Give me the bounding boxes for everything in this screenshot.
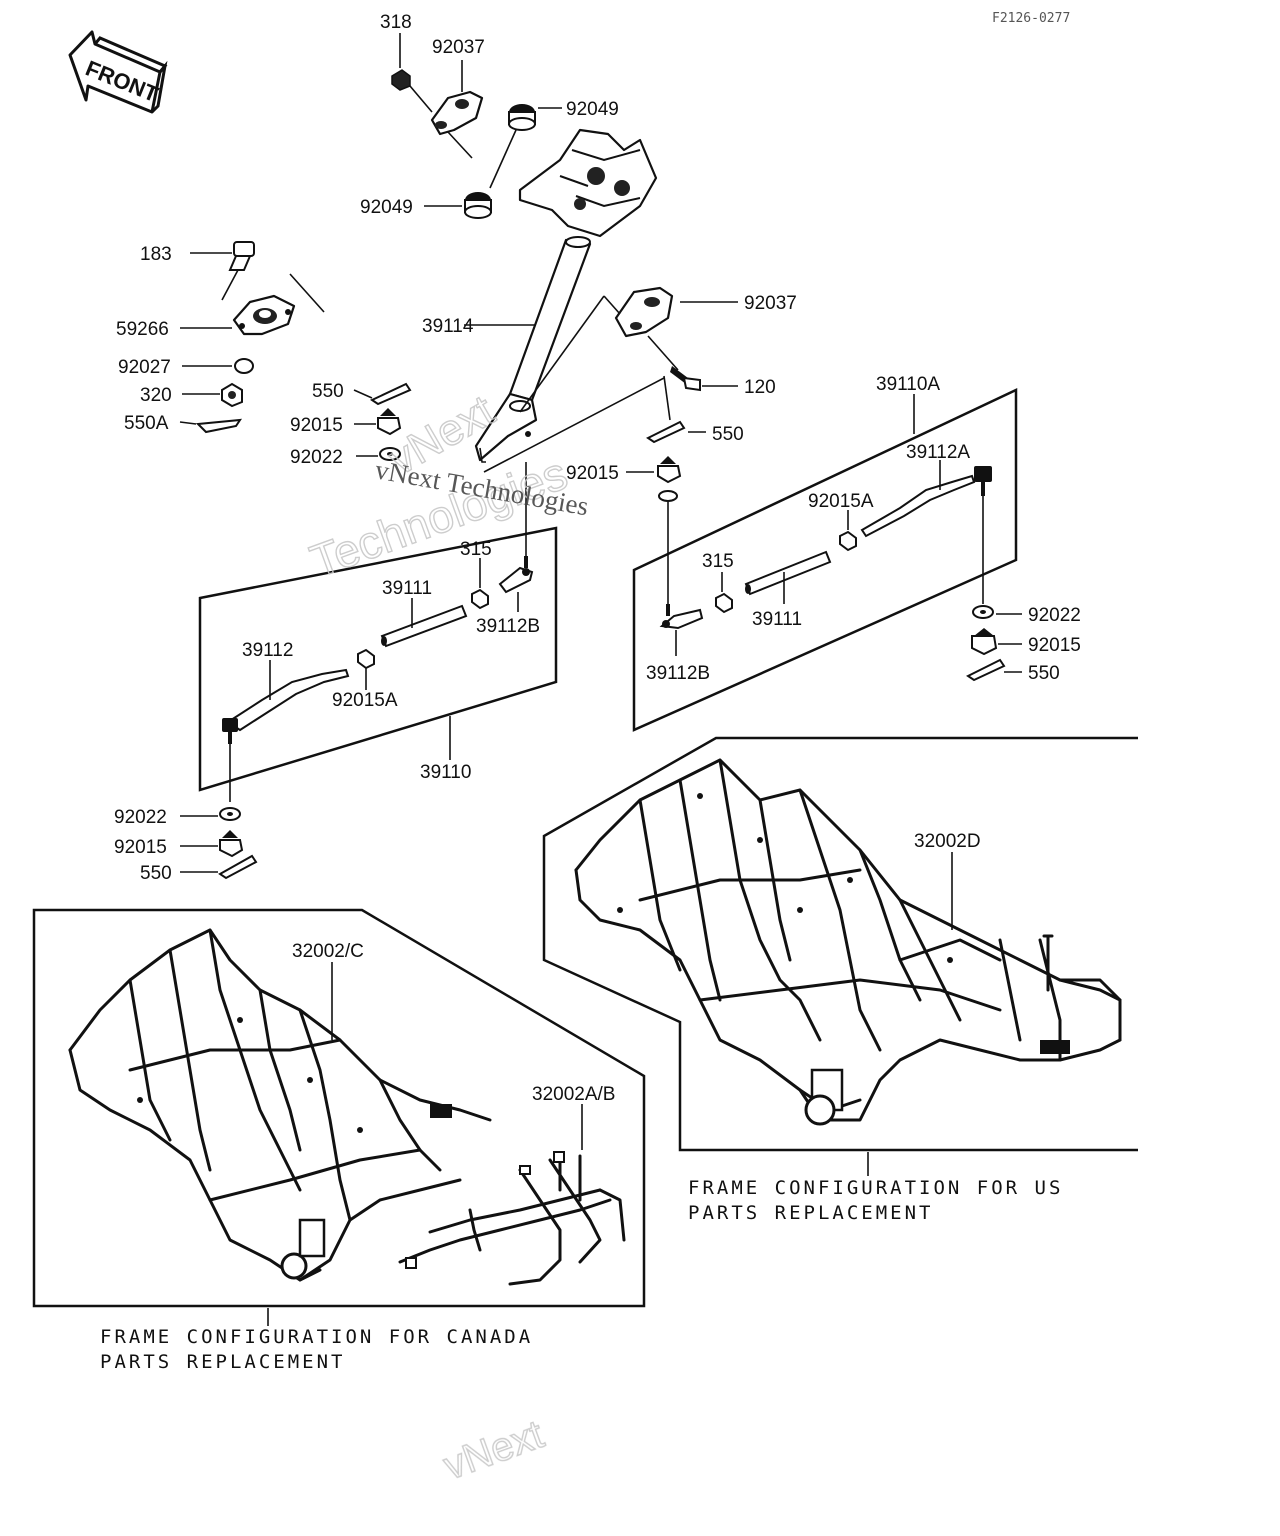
nut-320-icon	[221, 382, 243, 408]
tie-rod-end-39112A-icon	[860, 466, 992, 538]
label-92037-top: 92037	[432, 37, 485, 58]
label-550-right: 550	[1028, 663, 1060, 684]
label-550A: 550A	[124, 413, 169, 434]
tie-rod-39110-box	[198, 526, 558, 792]
tie-rod-39110A-box	[632, 388, 1018, 732]
tie-rod-end-39112B-left-icon	[498, 556, 534, 594]
frame-32002D-icon	[574, 758, 1122, 1126]
tube-39111-right-icon	[744, 550, 832, 596]
canada-note-line1: FRAME CONFIGURATION FOR CANADA	[100, 1326, 533, 1348]
tie-rod-end-39112-icon	[222, 668, 350, 744]
label-92015-left: 92015	[290, 415, 343, 436]
steering-shaft-39114-icon	[474, 128, 658, 463]
label-315-right: 315	[702, 551, 734, 572]
label-39112B-left: 39112B	[476, 616, 540, 637]
label-39112B-right: 39112B	[646, 663, 710, 684]
canada-note-line2: PARTS REPLACEMENT	[100, 1351, 345, 1373]
nut-315-right-icon	[715, 592, 733, 614]
diagram-code: F2126-0277	[992, 11, 1070, 26]
front-arrow-icon: FRONT	[68, 30, 168, 114]
nut-92015-bottom-icon	[219, 830, 244, 858]
bolt-183-icon	[228, 241, 255, 271]
label-550-bottom: 550	[140, 863, 172, 884]
label-39112A: 39112A	[906, 442, 970, 463]
label-39110A: 39110A	[876, 374, 940, 395]
tie-rod-end-39112B-right-icon	[659, 604, 704, 630]
pin-550A-icon	[195, 418, 242, 434]
frame-32002AB-icon	[398, 1151, 626, 1286]
nut-92015-left-icon	[377, 408, 402, 436]
label-59266: 59266	[116, 319, 169, 340]
label-550-mid: 550	[712, 424, 744, 445]
nut-318-icon	[391, 69, 411, 91]
us-frame-box	[542, 736, 1138, 1152]
us-note-line1: FRAME CONFIGURATION FOR US	[688, 1177, 1063, 1199]
label-92037-right: 92037	[744, 293, 797, 314]
watermark: vNext Technologies vNext Technologies vN…	[303, 385, 591, 1489]
label-39111-right: 39111	[752, 609, 802, 630]
washer-92022-left-icon	[379, 447, 401, 461]
label-120: 120	[744, 377, 776, 398]
nut-315-left-icon	[471, 588, 489, 610]
pin-550-mid-icon	[646, 420, 686, 444]
label-320: 320	[140, 385, 172, 406]
bolt-120-icon	[670, 366, 701, 392]
label-92015A-right: 92015A	[808, 491, 874, 512]
label-315-left: 315	[460, 539, 492, 560]
label-92015-bottom: 92015	[114, 837, 167, 858]
bracket-59266-icon	[232, 294, 296, 336]
label-550-left: 550	[312, 381, 344, 402]
label-32002D: 32002D	[914, 831, 981, 852]
watermark-bottom: vNext	[438, 1412, 549, 1488]
tube-39111-left-icon	[380, 604, 468, 648]
label-183: 183	[140, 244, 172, 265]
label-39111-left: 39111	[382, 578, 432, 599]
label-92015-right: 92015	[1028, 635, 1081, 656]
pin-550-right-icon	[966, 658, 1006, 682]
pin-550-bottom-icon	[218, 854, 258, 880]
label-92049-top: 92049	[566, 99, 619, 120]
clamp-92037-right-icon	[614, 286, 674, 338]
label-92015A-left: 92015A	[332, 690, 398, 711]
washer-92022-bottom-icon	[219, 807, 241, 821]
us-note-line2: PARTS REPLACEMENT	[688, 1202, 933, 1224]
label-39114: 39114	[422, 316, 474, 337]
label-92022-bottom: 92022	[114, 807, 167, 828]
label-39110: 39110	[420, 762, 471, 783]
nut-92015A-left-icon	[357, 648, 375, 670]
canada-frame-box	[32, 908, 646, 1308]
label-92049-mid: 92049	[360, 197, 413, 218]
nut-92015-mid-icon	[657, 456, 682, 502]
label-32002AB: 32002A/B	[532, 1084, 615, 1105]
label-92027: 92027	[118, 357, 171, 378]
label-32002C: 32002/C	[292, 941, 364, 962]
label-39112: 39112	[242, 640, 293, 661]
nut-92015A-right-icon	[839, 530, 857, 552]
pin-550-left-icon	[369, 382, 412, 406]
nut-92015-right-icon	[971, 628, 998, 656]
label-92015-mid: 92015	[566, 463, 619, 484]
frame-32002C-icon	[68, 928, 492, 1282]
clamp-92037-top-icon	[430, 90, 484, 136]
label-92022-right: 92022	[1028, 605, 1081, 626]
label-318: 318	[380, 12, 412, 33]
label-92022-left: 92022	[290, 447, 343, 468]
bush-92049-top-icon	[508, 104, 536, 131]
washer-92027-icon	[234, 358, 254, 374]
washer-92022-right-icon	[972, 605, 994, 619]
bush-92049-mid-icon	[464, 192, 492, 219]
